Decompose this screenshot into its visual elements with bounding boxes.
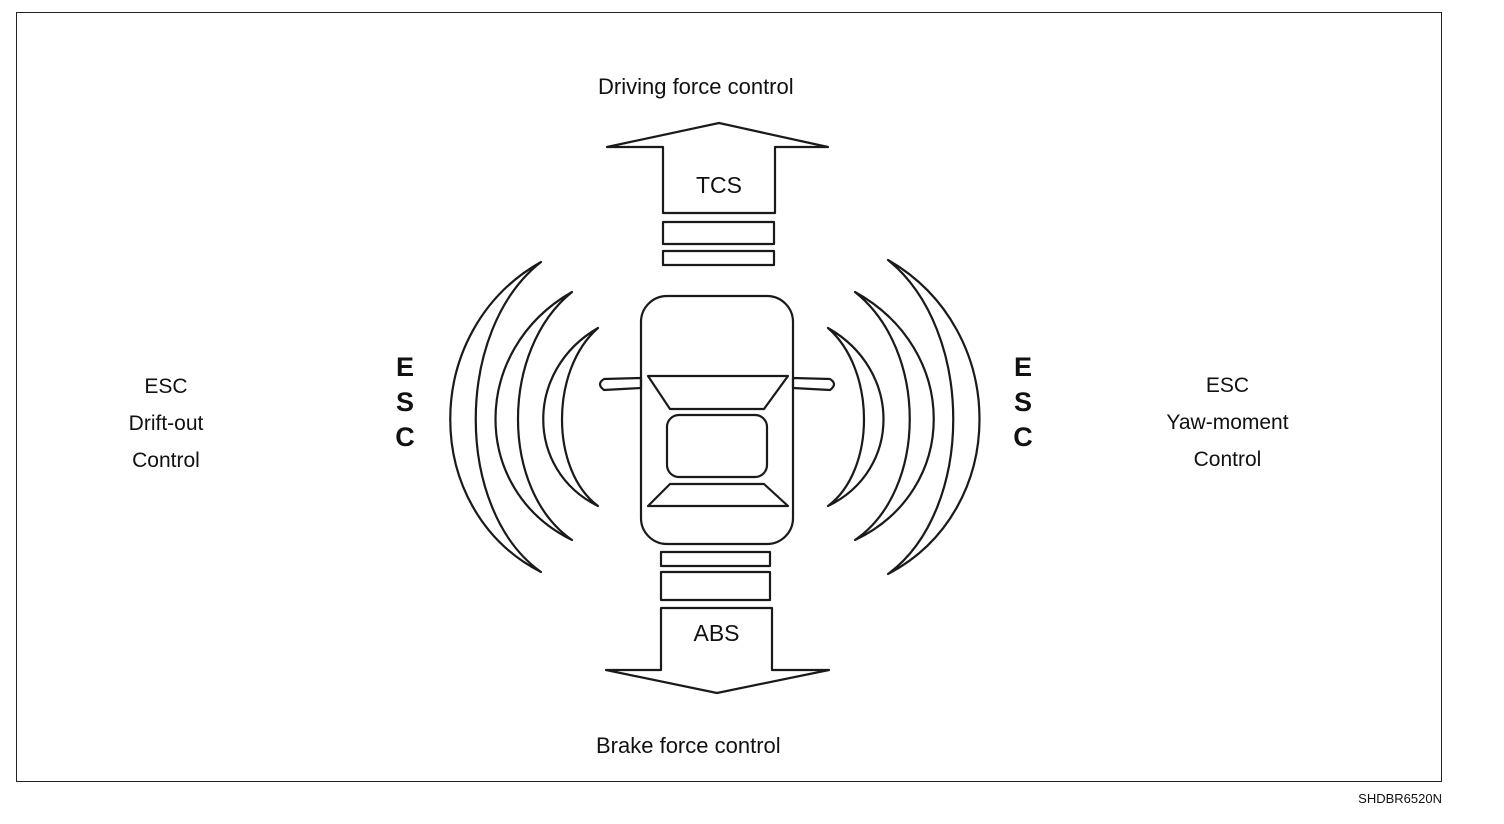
abs-label: ABS [693,620,740,646]
car-roof [665,413,769,479]
right-side-line3: Control [1193,448,1262,471]
car-rear-window [646,482,790,508]
driving-force-label: Driving force control [598,74,794,99]
left-esc-vertical: E S C [390,350,420,455]
left-arc-inner [542,326,600,508]
car-mirror-left [598,376,643,392]
right-esc-s: S [1013,387,1032,417]
car-windshield [646,374,790,411]
top-arrow [605,121,830,215]
right-side-label: ESC Yaw-moment Control [1145,367,1310,478]
top-bar-1 [661,220,776,246]
figure-code: SHDBR6520N [1358,791,1442,806]
right-esc-c: C [1013,422,1033,452]
right-arc-inner [826,326,885,508]
right-esc-e: E [1013,352,1032,382]
left-side-line3: Control [132,449,200,472]
left-side-line1: ESC [144,375,188,398]
car-mirror-right [791,376,836,392]
left-esc-e: E [395,352,414,382]
top-bar-2 [661,249,776,267]
tcs-label: TCS [696,172,742,198]
bottom-arrow [604,606,831,695]
car-body [639,294,795,546]
brake-force-label: Brake force control [596,733,781,758]
left-esc-c: C [395,422,415,452]
bottom-bar-2 [659,570,772,602]
left-arc-middle [494,290,574,542]
left-side-label: ESC Drift-out Control [106,368,226,479]
right-arc-middle [853,290,935,542]
bottom-bar-1 [659,550,772,568]
right-esc-vertical: E S C [1008,350,1038,455]
right-side-line1: ESC [1205,374,1250,397]
left-arc-outer [449,260,543,574]
left-side-line2: Drift-out [128,412,204,435]
right-arc-outer [886,258,981,576]
left-esc-s: S [395,387,414,417]
right-side-line2: Yaw-moment [1166,411,1289,434]
diagram-frame [16,12,1442,782]
